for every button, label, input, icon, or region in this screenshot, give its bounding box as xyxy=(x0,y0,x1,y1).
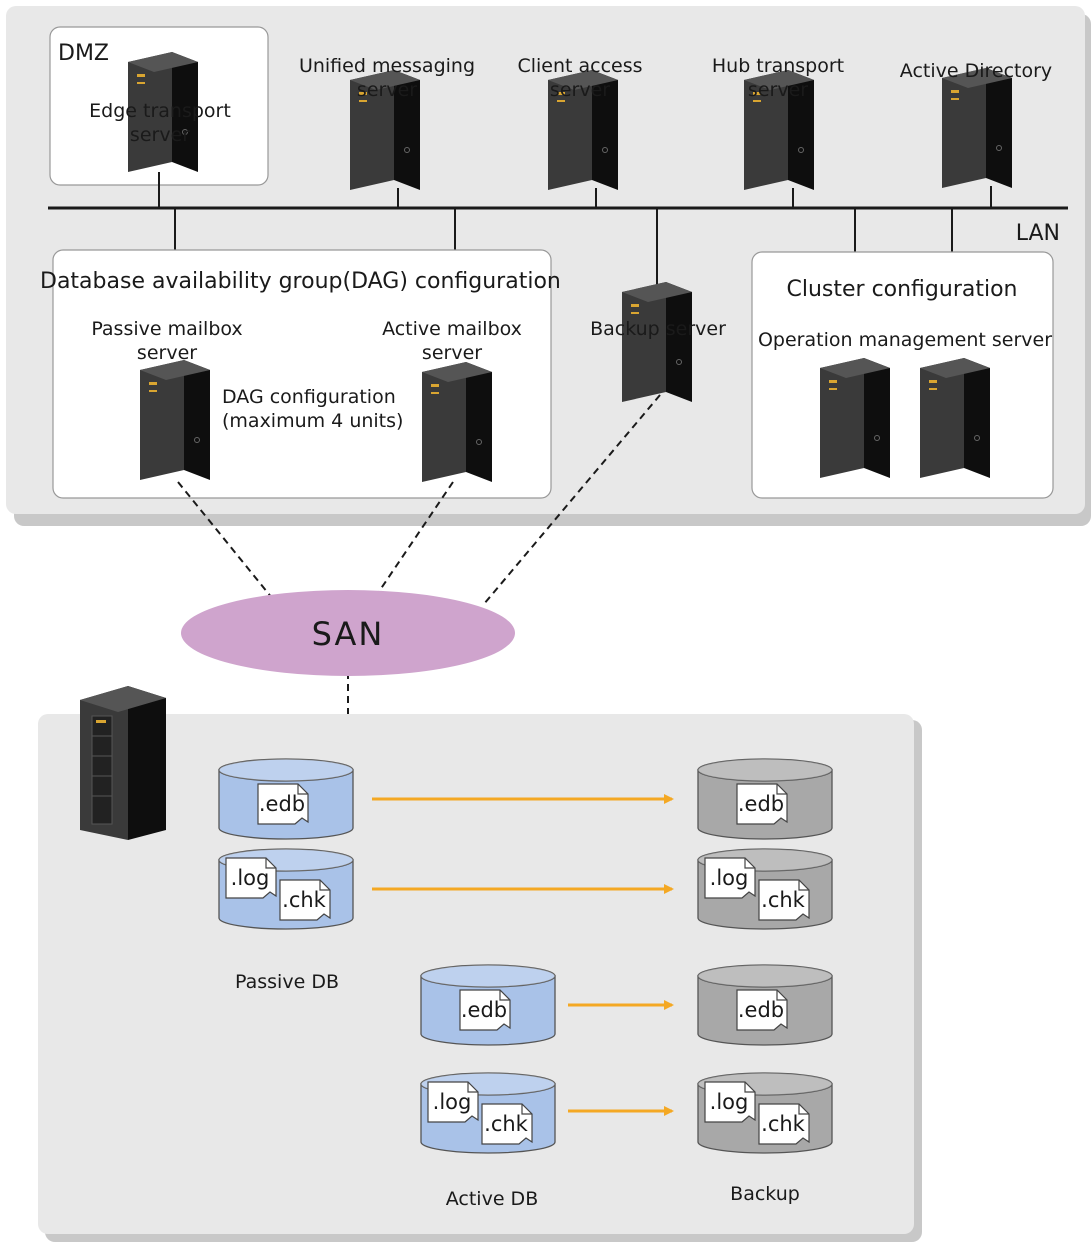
database-layer: .edb .log .chk .edb .log .chk .edb .log .chk .edb… xyxy=(218,758,833,1154)
backup-server-label: Backup server xyxy=(590,318,726,340)
unified-messaging-label-1: Unified messaging xyxy=(299,55,475,77)
backup-passive-edb-edb-file-ext: .edb xyxy=(738,792,784,816)
unified-messaging-server: Unified messaging server xyxy=(299,55,475,191)
lan-label: LAN xyxy=(1016,221,1060,246)
passive-db-edb-edb-file: .edb xyxy=(257,783,309,825)
client-access-label-1: Client access xyxy=(517,55,642,77)
backup-server: Backup server xyxy=(590,281,726,403)
hub-transport-label-1: Hub transport xyxy=(712,55,844,77)
backup-active-log-chk-file-ext: .chk xyxy=(761,1112,806,1136)
active-mailbox-server-icon xyxy=(421,361,493,483)
backup-passive-log-chk-file: .chk xyxy=(758,879,810,921)
storage-drive-bay-icon xyxy=(91,715,113,825)
san-label: SAN xyxy=(312,615,385,653)
hub-transport-label-2: server xyxy=(748,79,808,101)
passive-mailbox-label-2: server xyxy=(137,342,197,364)
backup-active-log: .log .chk xyxy=(697,1072,833,1154)
active-mailbox-label-2: server xyxy=(422,342,482,364)
backup-active-edb: .edb xyxy=(697,964,833,1046)
client-access-server: Client access server xyxy=(517,55,643,191)
storage-device xyxy=(80,686,166,840)
passive-db-log: .log .chk xyxy=(218,848,354,930)
passive-db-log-chk-file-ext: .chk xyxy=(282,888,327,912)
cluster-server-label: Operation management server xyxy=(758,329,1052,351)
passive-db-edb-edb-file-ext: .edb xyxy=(259,792,305,816)
backup-active-log-log-file-ext: .log xyxy=(710,1090,749,1114)
passive-db-log-log-file: .log xyxy=(225,857,277,899)
dag-configuration: Database availability group(DAG) configu… xyxy=(40,249,561,499)
dag-note-1: DAG configuration xyxy=(222,386,396,408)
edge-transport-label-1: Edge transport xyxy=(89,100,231,122)
operation-management-server-2-icon xyxy=(919,357,991,479)
active-db-log-log-file: .log xyxy=(427,1081,479,1123)
copy-arrows xyxy=(372,794,674,1116)
backup-label: Backup xyxy=(730,1183,800,1205)
active-db-log-chk-file: .chk xyxy=(481,1103,533,1145)
active-directory-label: Active Directory xyxy=(900,60,1052,82)
client-access-label-2: server xyxy=(550,79,610,101)
dag-title: Database availability group(DAG) configu… xyxy=(40,269,561,294)
operation-management-server-1-icon xyxy=(819,357,891,479)
passive-mailbox-label-1: Passive mailbox xyxy=(91,318,242,340)
passive-db-log-chk-file: .chk xyxy=(279,879,331,921)
active-db-label: Active DB xyxy=(446,1188,538,1210)
backup-server-icon xyxy=(621,281,693,403)
cluster-title: Cluster configuration xyxy=(786,277,1017,302)
san-links xyxy=(177,394,661,722)
dmz-zone: DMZ Edge transport server xyxy=(49,26,269,186)
active-db-edb: .edb xyxy=(420,964,556,1046)
backup-active-edb-edb-file-ext: .edb xyxy=(738,998,784,1022)
backup-active-log-chk-file: .chk xyxy=(758,1103,810,1145)
passive-mailbox-server-icon xyxy=(139,359,211,481)
active-mailbox-label-1: Active mailbox xyxy=(382,318,522,340)
san-cloud: SAN xyxy=(181,590,515,676)
active-directory-server-icon xyxy=(941,67,1013,189)
backup-passive-log-log-file-ext: .log xyxy=(710,866,749,890)
active-db-log: .log .chk xyxy=(420,1072,556,1154)
edge-transport-label-2: server xyxy=(130,124,190,146)
hub-transport-server: Hub transport server xyxy=(712,55,844,191)
unified-messaging-label-2: server xyxy=(357,79,417,101)
active-db-log-log-file-ext: .log xyxy=(433,1090,472,1114)
active-db-log-chk-file-ext: .chk xyxy=(484,1112,529,1136)
backup-active-edb-edb-file: .edb xyxy=(736,989,788,1031)
active-db-edb-edb-file-ext: .edb xyxy=(461,998,507,1022)
backup-passive-log-chk-file-ext: .chk xyxy=(761,888,806,912)
backup-passive-edb: .edb xyxy=(697,758,833,840)
backup-active-log-log-file: .log xyxy=(704,1081,756,1123)
passive-db-log-log-file-ext: .log xyxy=(231,866,270,890)
backup-passive-log-log-file: .log xyxy=(704,857,756,899)
active-db-edb-edb-file: .edb xyxy=(459,989,511,1031)
backup-passive-edb-edb-file: .edb xyxy=(736,783,788,825)
cluster-configuration: Cluster configuration Operation manageme… xyxy=(751,251,1054,499)
passive-db-label: Passive DB xyxy=(235,971,339,993)
backup-passive-log: .log .chk xyxy=(697,848,833,930)
dmz-label: DMZ xyxy=(58,41,109,66)
passive-db-edb: .edb xyxy=(218,758,354,840)
active-directory-server: Active Directory xyxy=(900,60,1052,189)
dag-note-2: (maximum 4 units) xyxy=(222,410,403,432)
